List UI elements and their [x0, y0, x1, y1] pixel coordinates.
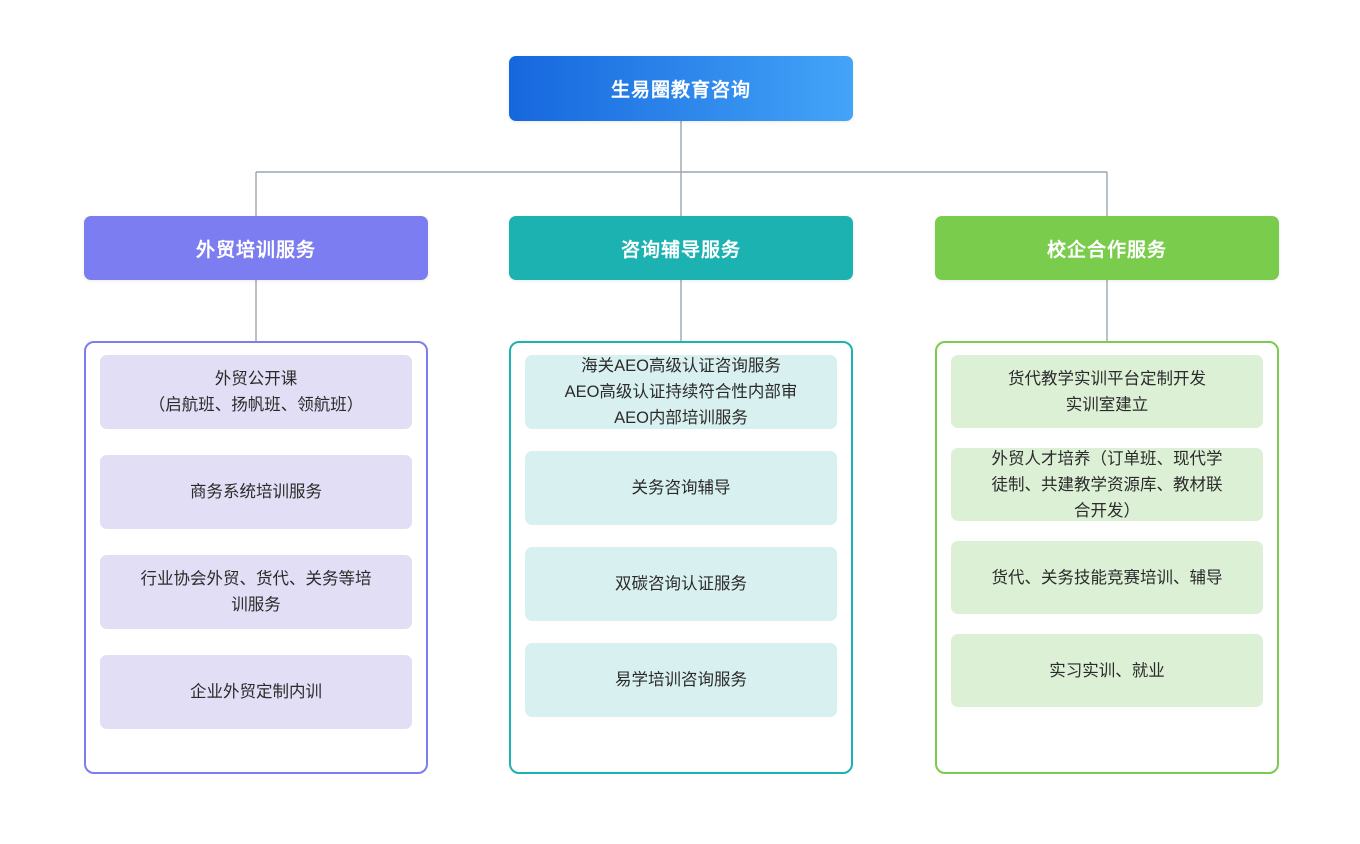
leaf-item-label: 实习实训、就业: [1049, 661, 1165, 680]
leaf-item-label: 外贸人才培养（订单班、现代学 徒制、共建教学资源库、教材联 合开发）: [991, 449, 1223, 520]
branch-header-1-label: 外贸培训服务: [195, 239, 316, 261]
branch-header-1[interactable]: 外贸培训服务: [84, 216, 428, 280]
root-node-label: 生易圈教育咨询: [610, 80, 751, 101]
leaf-item[interactable]: 海关AEO高级认证咨询服务 AEO高级认证持续符合性内部审 AEO内部培训服务: [525, 355, 837, 429]
leaf-item-label: 外贸公开课 （启航班、扬帆班、领航班）: [148, 370, 364, 414]
leaf-item[interactable]: 货代、关务技能竞赛培训、辅导: [951, 541, 1263, 614]
leaf-item-label: 海关AEO高级认证咨询服务 AEO高级认证持续符合性内部审 AEO内部培训服务: [564, 357, 798, 427]
branch-column-2: 咨询辅导服务 海关AEO高级认证咨询服务 AEO高级认证持续符合性内部审 AEO…: [509, 216, 853, 774]
leaf-item-label: 关务咨询辅导: [631, 479, 731, 497]
leaf-item[interactable]: 外贸人才培养（订单班、现代学 徒制、共建教学资源库、教材联 合开发）: [951, 448, 1263, 521]
branch-column-3: 校企合作服务 货代教学实训平台定制开发 实训室建立 外贸人才培养（订单班、现代学…: [935, 216, 1279, 774]
branch-header-3-label: 校企合作服务: [1046, 239, 1167, 261]
leaf-item-label: 行业协会外贸、货代、关务等培 训服务: [140, 570, 372, 614]
leaf-item[interactable]: 关务咨询辅导: [525, 451, 837, 525]
leaf-item[interactable]: 商务系统培训服务: [100, 455, 412, 529]
leaf-item-label: 货代、关务技能竞赛培训、辅导: [991, 568, 1223, 587]
leaf-item[interactable]: 实习实训、就业: [951, 634, 1263, 707]
leaf-item-label: 双碳咨询认证服务: [615, 575, 747, 593]
branch-body-2: 海关AEO高级认证咨询服务 AEO高级认证持续符合性内部审 AEO内部培训服务 …: [509, 341, 853, 774]
leaf-item-label: 商务系统培训服务: [190, 483, 322, 501]
leaf-item[interactable]: 企业外贸定制内训: [100, 655, 412, 729]
leaf-item[interactable]: 双碳咨询认证服务: [525, 547, 837, 621]
branch-header-2-label: 咨询辅导服务: [620, 239, 741, 261]
leaf-item-label: 企业外贸定制内训: [190, 683, 322, 701]
leaf-item[interactable]: 易学培训咨询服务: [525, 643, 837, 717]
leaf-item[interactable]: 外贸公开课 （启航班、扬帆班、领航班）: [100, 355, 412, 429]
leaf-item[interactable]: 货代教学实训平台定制开发 实训室建立: [951, 355, 1263, 428]
branch-header-2[interactable]: 咨询辅导服务: [509, 216, 853, 280]
root-node[interactable]: 生易圈教育咨询: [509, 56, 853, 121]
branch-column-1: 外贸培训服务 外贸公开课 （启航班、扬帆班、领航班） 商务系统培训服务 行业协会…: [84, 216, 428, 774]
branch-body-1: 外贸公开课 （启航班、扬帆班、领航班） 商务系统培训服务 行业协会外贸、货代、关…: [84, 341, 428, 774]
branch-header-3[interactable]: 校企合作服务: [935, 216, 1279, 280]
leaf-item-label: 货代教学实训平台定制开发 实训室建立: [1008, 369, 1206, 414]
leaf-item[interactable]: 行业协会外贸、货代、关务等培 训服务: [100, 555, 412, 629]
branch-body-3: 货代教学实训平台定制开发 实训室建立 外贸人才培养（订单班、现代学 徒制、共建教…: [935, 341, 1279, 774]
leaf-item-label: 易学培训咨询服务: [615, 671, 747, 689]
